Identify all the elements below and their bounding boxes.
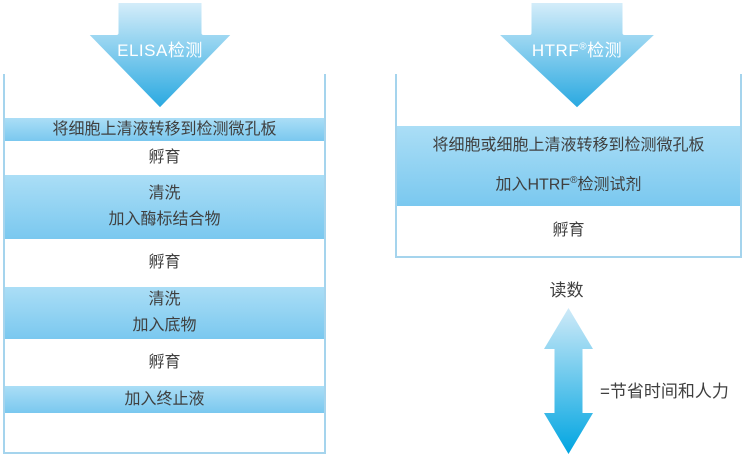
elisa-step-box: 将细胞上清液转移到检测微孔板 孵育 清洗 加入酶标结合物 孵育 清洗 加入底物 … [3, 74, 326, 454]
step-text-line: 将细胞上清液转移到检测微孔板 [52, 121, 277, 138]
elisa-step-incubate-3: 孵育 [5, 339, 324, 386]
step-text-line: 孵育 [148, 353, 181, 371]
spacer-row [5, 413, 324, 452]
step-text-line: 孵育 [552, 222, 585, 239]
step-text-line: 清洗 [148, 291, 181, 308]
step-text-line: 加入HTRF®检测试剂 [495, 175, 642, 194]
elisa-step-incubate-1: 孵育 [5, 141, 324, 175]
elisa-flow-arrow-icon: ELISA检测 [82, 0, 238, 112]
step-text-line: 加入酶标结合物 [108, 211, 221, 228]
step-text-line: 将细胞或细胞上清液转移到检测微孔板 [432, 137, 705, 155]
read-step-label: 读数 [549, 281, 584, 300]
step-text-line: 加入底物 [132, 317, 197, 334]
htrf-step-transfer-reagent: 将细胞或细胞上清液转移到检测微孔板 加入HTRF®检测试剂 [397, 126, 740, 206]
step-text-line: 加入终止液 [124, 391, 205, 408]
htrf-arrow-shape [493, 0, 661, 112]
double-arrow-shape [544, 308, 593, 454]
elisa-step-transfer: 将细胞上清液转移到检测微孔板 [5, 118, 324, 141]
elisa-step-wash-substrate: 清洗 加入底物 [5, 287, 324, 339]
elisa-arrow-label: ELISA检测 [117, 41, 203, 60]
step-text-line: 孵育 [148, 149, 181, 166]
step-text-line: 孵育 [148, 254, 181, 271]
elisa-step-incubate-2: 孵育 [5, 239, 324, 287]
step-text-line: 清洗 [148, 185, 181, 202]
elisa-arrow-shape [83, 0, 237, 112]
htrf-step-incubate: 孵育 [397, 206, 740, 256]
htrf-arrow-label: HTRF®检测 [531, 41, 623, 60]
time-saving-double-arrow-icon [542, 306, 595, 461]
benefit-label: =节省时间和人力 [600, 382, 729, 401]
htrf-flow-arrow-icon: HTRF®检测 [492, 0, 662, 112]
elisa-step-stop-solution: 加入终止液 [5, 386, 324, 413]
elisa-step-wash-conjugate: 清洗 加入酶标结合物 [5, 175, 324, 239]
